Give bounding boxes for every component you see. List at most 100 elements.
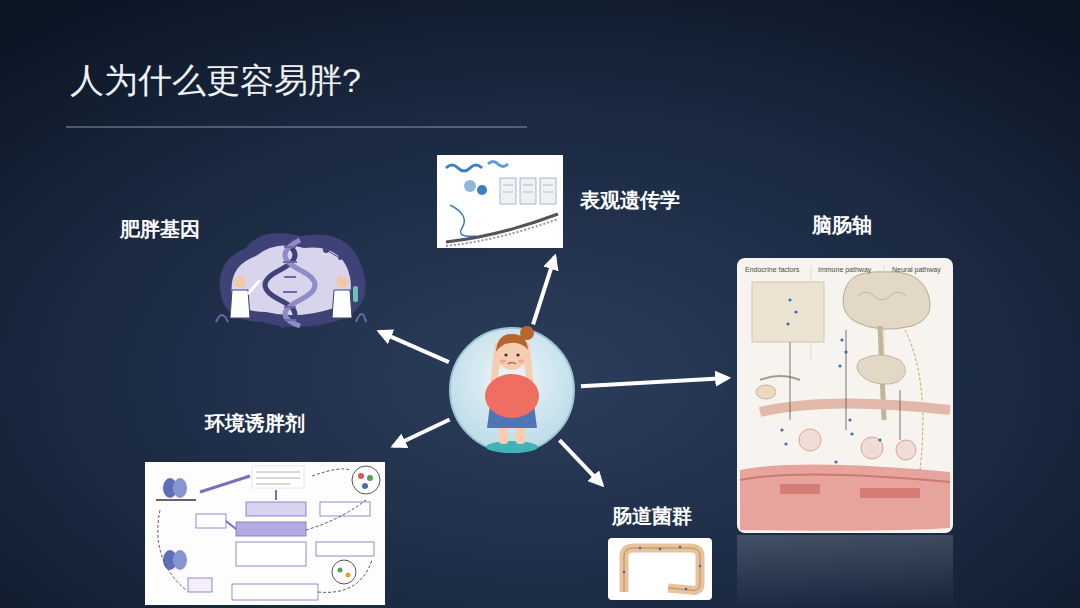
obesogen-pathway-figure-part — [252, 466, 304, 488]
epigenetics-illustration-part — [503, 192, 513, 193]
obesogen-pathway-figure-part — [316, 542, 374, 556]
overweight-person-figure-part — [486, 441, 538, 453]
brain-gut-axis-figure-part — [790, 342, 791, 420]
brain-gut-axis-figure-part — [858, 292, 906, 300]
arrow-connector — [559, 440, 602, 485]
topic-heading: 环境诱胖剂 — [205, 411, 305, 435]
brain-gut-axis-figure-part — [788, 298, 791, 301]
obesogen-pathway-figure-part — [236, 522, 306, 536]
overweight-person-figure-part — [520, 326, 534, 340]
brain-gut-axis-figure-part — [780, 484, 820, 494]
obesogen-pathway-figure-part — [173, 550, 187, 570]
dna-scientists-illustration-part — [284, 276, 296, 278]
obesogen-pathway-figure-part — [196, 514, 226, 528]
epigenetics-illustration-part — [520, 178, 536, 204]
epigenetics-illustration-part — [437, 155, 563, 248]
brain-gut-axis-figure-part — [784, 442, 787, 445]
brain-gut-axis-figure-part — [780, 428, 783, 431]
colon-illustration — [608, 538, 712, 600]
epigenetics-illustration — [437, 155, 563, 248]
brain-gut-axis-figure-part — [799, 429, 916, 460]
epigenetics-illustration-part — [450, 205, 476, 236]
epigenetics-illustration-part — [543, 192, 553, 193]
epigenetics-illustration-part — [477, 185, 487, 195]
arrow-connector — [581, 378, 728, 386]
brain-gut-axis-figure-part — [878, 438, 881, 441]
brain-gut-axis-figure-part — [850, 432, 853, 435]
topic-group: 肥胖基因 — [115, 212, 373, 332]
slide-title: 人为什么更容易胖? — [70, 58, 361, 104]
dna-scientists-illustration-part — [220, 233, 366, 327]
overweight-person-figure-part — [450, 328, 574, 452]
obesogen-pathway-figure-part — [226, 521, 236, 529]
brain-gut-axis-figure-part — [848, 418, 851, 421]
arrow-connector — [393, 420, 449, 447]
obesogen-pathway-figure — [145, 462, 385, 605]
brain-gut-axis-figure-part — [860, 488, 920, 498]
topic-heading: 表观遗传学 — [580, 188, 680, 212]
background-part — [66, 127, 527, 128]
obesogen-pathway-figure-part — [338, 568, 343, 573]
obesogen-pathway-figure-part — [318, 560, 372, 592]
colon-illustration-part — [608, 538, 712, 600]
obesogen-pathway-figure-part — [145, 462, 385, 605]
overweight-person-figure-part — [508, 363, 516, 365]
obesogen-pathway-figure-part — [188, 578, 212, 592]
brain-gut-axis-figure-part — [790, 330, 900, 440]
obesogen-pathway-figure-part — [256, 472, 300, 473]
overweight-person-figure-part — [518, 359, 524, 363]
brain-gut-axis-figure-part — [799, 429, 821, 451]
figure-panel-label: Neural pathway — [892, 266, 941, 274]
topic-heading: 肥胖基因 — [120, 217, 200, 241]
obesogen-pathway-figure-part — [367, 475, 373, 481]
epigenetics-illustration-part — [500, 178, 516, 204]
brain-gut-axis-figure-part — [900, 390, 901, 440]
obesogen-pathway-figure-part — [346, 573, 351, 578]
dna-scientists-illustration-part — [283, 261, 297, 263]
topic-heading: 肠道菌群 — [612, 504, 692, 528]
brain-gut-axis-figure-part — [740, 474, 950, 482]
dna-scientists-illustration-part — [284, 319, 296, 321]
colon-illustration-part — [623, 571, 626, 574]
epigenetics-illustration-part — [446, 214, 558, 242]
colon-illustration-part — [624, 548, 700, 592]
brain-gut-axis-figure-part — [846, 330, 847, 430]
epigenetics-illustration-part — [446, 165, 482, 171]
obesogen-pathway-figure-part — [232, 584, 318, 600]
obesogen-pathway-figure-part — [362, 483, 368, 489]
arrow-connector — [379, 332, 448, 363]
arrow-connector — [533, 257, 555, 325]
brain-gut-axis-figure-part — [840, 338, 843, 341]
dna-scientists-illustration-part — [332, 290, 352, 318]
epigenetics-illustration-part — [523, 185, 533, 186]
brain-gut-axis-figure-part — [760, 376, 800, 380]
dna-scientists-illustration-part — [248, 280, 260, 294]
dna-scientists-illustration-part — [326, 250, 340, 258]
topic-group: 环境诱胖剂 — [143, 408, 387, 606]
obesogen-pathway-figure-part — [156, 499, 196, 501]
epigenetics-illustration-part — [446, 219, 558, 246]
colon-illustration-part — [659, 548, 662, 551]
brain-gut-axis-figure — [737, 258, 953, 608]
dna-scientists-illustration — [216, 233, 366, 327]
obesogen-pathway-figure-part — [332, 560, 356, 584]
brain-gut-axis-figure-part — [760, 403, 950, 412]
brain-gut-axis-figure-part — [737, 258, 953, 533]
dna-scientists-illustration-part — [265, 240, 295, 326]
epigenetics-illustration-part — [543, 185, 553, 186]
obesogen-pathway-figure-part — [358, 473, 364, 479]
brain-gut-axis-figure-part — [786, 322, 789, 325]
topic-group: 脑肠轴 — [735, 208, 955, 535]
epigenetics-illustration-part — [488, 162, 508, 167]
dna-scientists-illustration-part — [353, 286, 358, 302]
topic-group: 表观遗传学 — [435, 153, 710, 250]
obesogen-pathway-figure-part — [256, 472, 300, 484]
colon-illustration-part — [639, 547, 642, 550]
brain-gut-axis-figure-part — [756, 385, 776, 399]
epigenetics-illustration-part — [540, 178, 556, 204]
brain-gut-axis-figure-part — [896, 440, 916, 460]
dna-scientists-illustration-part — [284, 306, 296, 308]
